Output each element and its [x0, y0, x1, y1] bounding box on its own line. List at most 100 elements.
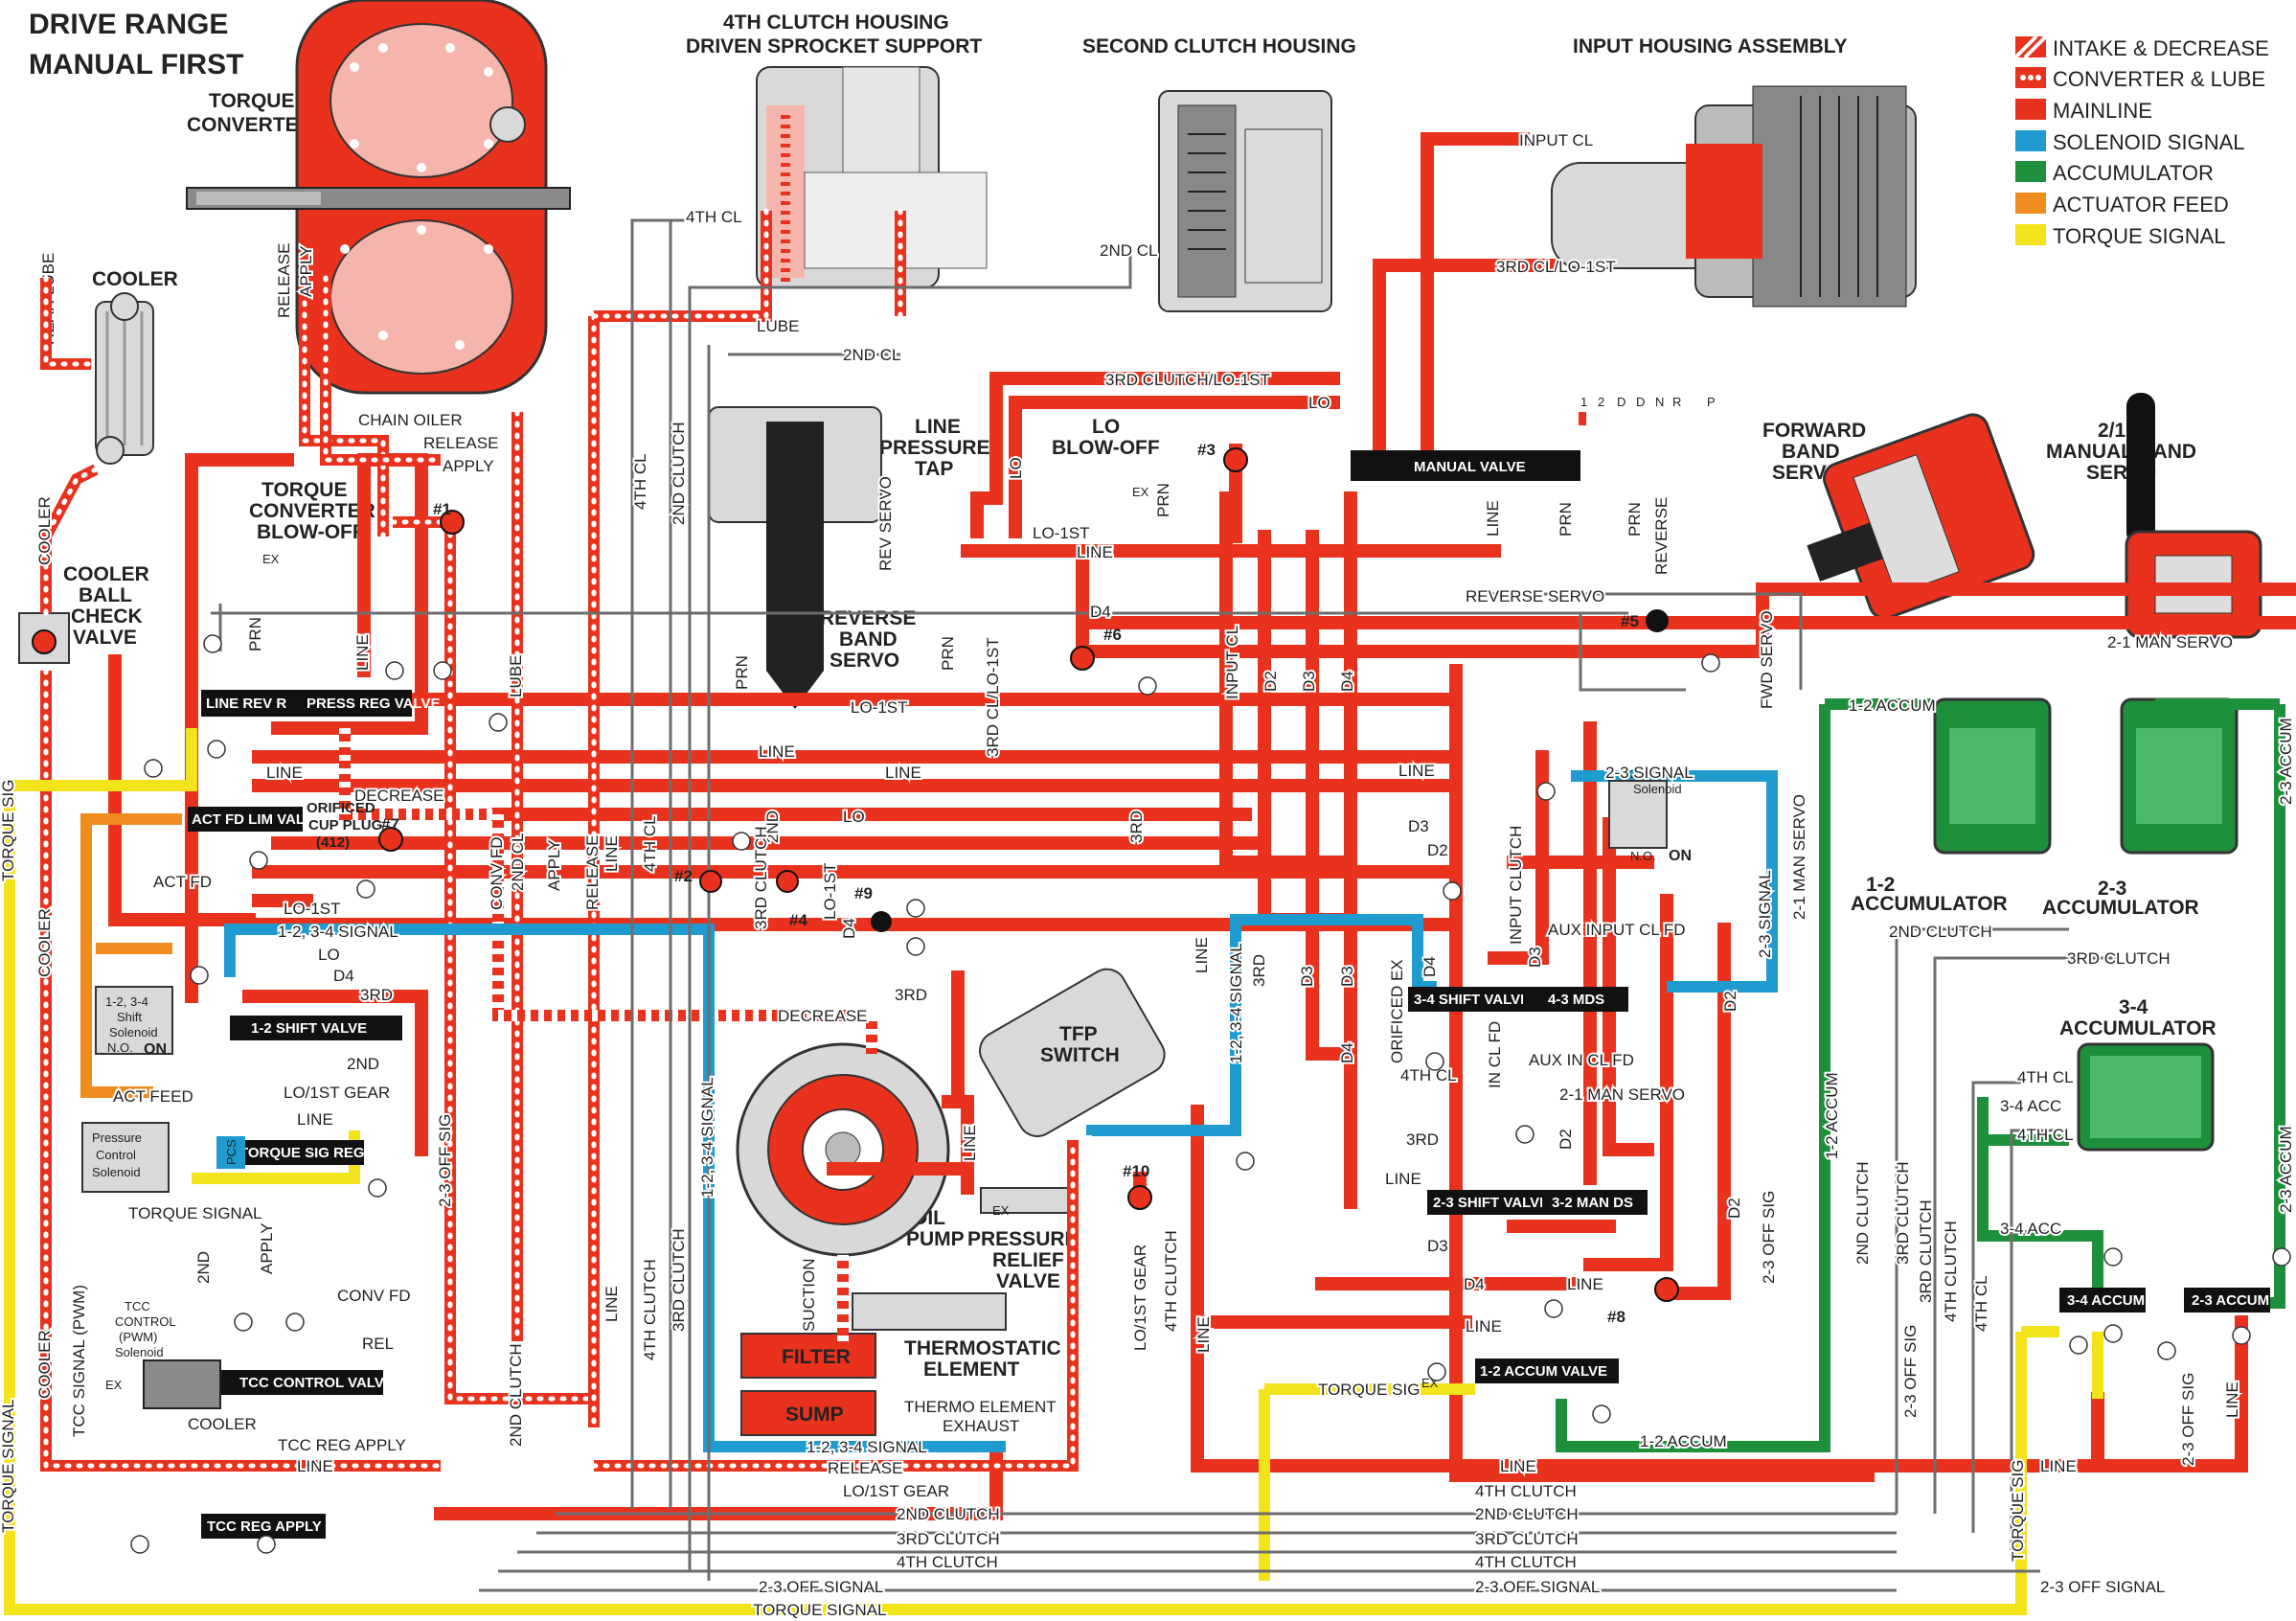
label-4th-cl: 4TH CL [1400, 1066, 1457, 1084]
shift12-solenoid [95, 986, 173, 1055]
heading-forward-band-servo: FORWARD [1762, 420, 1866, 442]
accumulator-23 [2120, 697, 2239, 855]
checkball-label: #9 [854, 884, 873, 902]
thermostatic-element [852, 1292, 1007, 1331]
line-rev-rst-valve[interactable] [201, 690, 287, 717]
torque-signal-circuit [4, 728, 2103, 1615]
oil-pump [736, 1042, 950, 1257]
press-reg-valve[interactable] [287, 690, 412, 717]
vlabel-prn: PRN [246, 617, 264, 651]
heading-cooler: COOLER [92, 268, 178, 290]
manual-valve[interactable] [1351, 450, 1580, 481]
ex-markers: EX EX EX EX EX [105, 485, 1439, 1392]
accum23-valve[interactable] [2184, 1288, 2270, 1313]
checkball-label: #2 [674, 867, 693, 885]
label-lo-1st: LO-1ST [284, 900, 341, 918]
vlabel-3rd-clutch: 3RD CLUTCH [1917, 1199, 1935, 1303]
tcc-control-valve[interactable] [220, 1370, 383, 1395]
tcc-reg-apply-valve[interactable] [201, 1514, 326, 1539]
label-line: LINE [1466, 1317, 1502, 1336]
vlabel-release: RELEASE [275, 243, 293, 318]
mands32-label: 3-2 MAN DS [1552, 1195, 1633, 1211]
vlabel-torque-sig: TORQUE SIG [0, 780, 17, 881]
torque-sig-reg-valve[interactable] [230, 1140, 364, 1165]
vlabel-4th-cl: 4TH CL [641, 815, 659, 872]
label-off-signal-23: 2-3 OFF SIGNAL [2040, 1578, 2165, 1596]
label-aux-input-cl-fd: AUX INPUT CL FD [1548, 921, 1686, 939]
no-label: N.O. [1630, 849, 1656, 863]
checkball-9 [871, 911, 892, 932]
mds43-valve[interactable] [1523, 987, 1628, 1012]
label-sig-23: 2-3 SIGNAL [1605, 764, 1694, 782]
label-accum-34: 3-4 ACC [2000, 1097, 2061, 1115]
orifice-bubbles [130, 634, 2291, 1554]
vlabel-d2: D2 [1721, 991, 1739, 1012]
label-accum-12: 1-2 ACCUM [1640, 1432, 1727, 1450]
vlabel-line: LINE [1484, 500, 1502, 537]
vlabel-apply: APPLY [545, 839, 563, 891]
vlabel-line: LINE [602, 835, 621, 872]
vlabel-3rd: 3RD [1250, 954, 1268, 987]
tcc-control-label: TCC CONTROL VALVE [239, 1375, 394, 1391]
vlabel-lo1st-gear: LO/1ST GEAR [1131, 1244, 1149, 1351]
label-sig-1234: 1-2, 3-4 SIGNAL [278, 923, 398, 941]
shift34-label: 3-4 SHIFT VALVE [1414, 992, 1530, 1008]
shift23-valve[interactable] [1427, 1190, 1542, 1215]
label-thermo-exhaust: THERMO ELEMENT [904, 1398, 1057, 1416]
checkball-label: #6 [1103, 626, 1122, 644]
accum12-valve[interactable] [1475, 1358, 1619, 1383]
label-chain-oiler: CHAIN OILER [358, 411, 463, 429]
mands32-valve[interactable] [1542, 1190, 1648, 1215]
act-fd-lim-valve[interactable] [188, 807, 303, 832]
legend-label: SOLENOID SIGNAL [2053, 130, 2245, 154]
vlabel-3rd-clutch: 3RD CLUTCH [1894, 1161, 1912, 1265]
label-aux-in-cl-fd: AUX IN CL FD [1529, 1051, 1634, 1069]
pcs-port [216, 1136, 245, 1169]
label-2nd-cl-b: 2ND CL [843, 346, 900, 364]
tcc-solenoid-label: Solenoid [115, 1345, 164, 1359]
shift23-label: 2-3 SHIFT VALVE [1433, 1195, 1549, 1211]
checkball-label: #1 [433, 500, 451, 518]
tfp-switch [979, 968, 1166, 1137]
legend-label: MAINLINE [2053, 99, 2152, 123]
label-lo: LO [318, 946, 340, 964]
heading-pressure-relief: VALVE [996, 1270, 1060, 1292]
ex-label: EX [992, 1203, 1010, 1218]
shift12-valve[interactable] [230, 1016, 402, 1040]
vlabel-apply: APPLY [258, 1222, 276, 1274]
label-line: LINE [297, 1457, 333, 1475]
vlabel-3rd: 3RD [1127, 810, 1146, 843]
vlabel-off-sig-23: 2-3 OFF SIG [1901, 1325, 1920, 1418]
label-lo-1st: LO-1ST [1033, 524, 1090, 542]
vlabel-tcc-signal: TCC SIGNAL (PWM) [70, 1285, 88, 1437]
prndl-n: N [1655, 395, 1664, 409]
mainline-circuit [108, 132, 2296, 1520]
vlabel-cooler: COOLER [35, 496, 54, 565]
label-lo1st-gear: LO/1ST GEAR [284, 1084, 390, 1102]
vlabel-off-sig-23: 2-3 OFF SIG [2179, 1373, 2197, 1466]
shift34-valve[interactable] [1408, 987, 1523, 1012]
label-apply: APPLY [443, 457, 494, 475]
label-d3: D3 [1408, 817, 1429, 835]
checkball-5 [1646, 609, 1669, 632]
valve-bodies: MANUAL VALVE LINE REV RST PRESS REG VALV… [188, 450, 2270, 1539]
accum12-label: 1-2 ACCUM VALVE [1480, 1363, 1607, 1380]
label-2nd-clutch: 2ND CLUTCH [897, 1505, 1000, 1523]
heading-pressure-relief: PRESSURE [967, 1228, 1079, 1250]
vlabel-accum-23: 2-3 ACCUM [2277, 1126, 2295, 1213]
heading-manual-band-servo: MANUAL BAND [2046, 441, 2196, 463]
heading-line-pressure-tap: TAP [915, 458, 953, 480]
label-d4: D4 [1464, 1275, 1485, 1293]
prndl-r: R [1672, 395, 1681, 409]
label-d3: D3 [1427, 1237, 1448, 1255]
heading-forward-band-servo: BAND [1782, 441, 1840, 463]
vlabel-2nd-cl: 2ND CL [509, 833, 527, 891]
input-housing-assembly [1551, 85, 1917, 308]
vlabel-4th-cl: 4TH CL [631, 453, 649, 510]
label-lo-1st-b: LO-1ST [851, 698, 908, 717]
ex-label: EX [105, 1378, 123, 1392]
on-label: ON [144, 1041, 167, 1058]
accum34-valve[interactable] [2059, 1288, 2146, 1313]
legend-label: ACCUMULATOR [2053, 161, 2214, 185]
label-2nd-clutch: 2ND CLUTCH [1889, 923, 1992, 941]
